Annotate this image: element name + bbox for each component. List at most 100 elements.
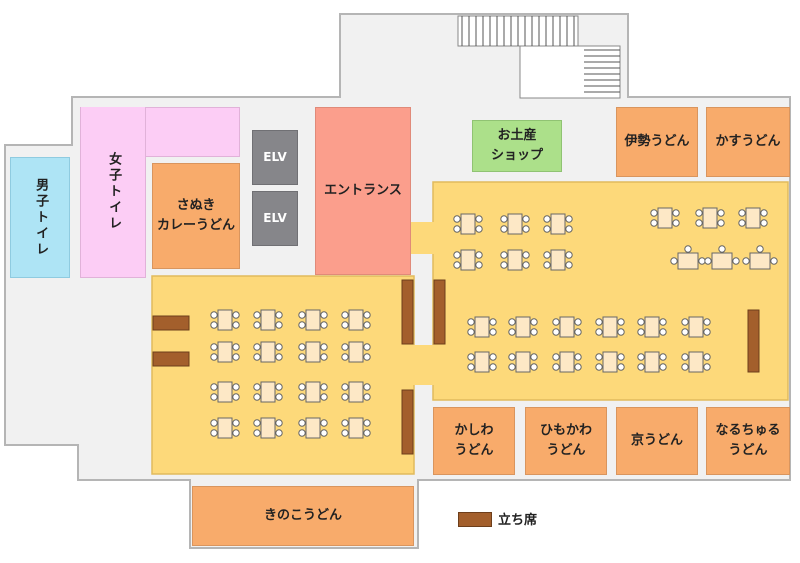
dining-table-icon	[298, 341, 328, 363]
chair-icon	[475, 261, 483, 269]
chair-icon	[695, 209, 703, 217]
dining-table-icon	[681, 351, 711, 373]
chair-icon	[703, 318, 711, 326]
chair-icon	[232, 393, 240, 401]
chair-icon	[530, 328, 538, 336]
kinoko-udon-shop[interactable]: きのこうどん	[192, 486, 414, 546]
souvenir-shop[interactable]: お土産 ショップ	[472, 120, 562, 172]
dining-area	[151, 181, 789, 475]
chair-icon	[467, 328, 475, 336]
chair-icon	[253, 321, 261, 329]
chair-icon	[681, 328, 689, 336]
dining-table-icon	[210, 309, 240, 331]
naruchuru-udon-shop[interactable]: なるちゅる うどん	[706, 407, 790, 475]
elevator-top[interactable]: ELV	[252, 130, 298, 185]
chair-icon	[363, 311, 371, 319]
entrance-label: エントランス	[324, 182, 402, 198]
chair-icon	[298, 429, 306, 437]
chair-icon	[681, 363, 689, 371]
chair-icon	[489, 328, 497, 336]
chair-icon	[756, 245, 764, 253]
chair-icon	[595, 363, 603, 371]
dining-table-icon	[695, 207, 725, 229]
chair-icon	[210, 429, 218, 437]
dining-table-icon	[704, 245, 740, 270]
chair-icon	[530, 363, 538, 371]
dining-table-icon	[253, 341, 283, 363]
chair-icon	[684, 245, 692, 253]
chair-icon	[574, 353, 582, 361]
chair-icon	[522, 261, 530, 269]
dining-table-icon	[210, 381, 240, 403]
chair-icon	[552, 353, 560, 361]
naruchuru-label-1: なるちゅる	[715, 422, 781, 438]
standing-counter-icon	[152, 351, 190, 367]
kyo-udon-shop[interactable]: 京うどん	[616, 407, 698, 475]
chair-icon	[703, 363, 711, 371]
chair-icon	[760, 219, 768, 227]
chair-icon	[320, 311, 328, 319]
chair-icon	[320, 343, 328, 351]
chair-icon	[453, 261, 461, 269]
chair-icon	[232, 343, 240, 351]
chair-icon	[500, 261, 508, 269]
souvenir-label-1: お土産	[497, 127, 537, 143]
chair-icon	[698, 257, 706, 265]
chair-icon	[453, 225, 461, 233]
chair-icon	[275, 383, 283, 391]
chair-icon	[363, 393, 371, 401]
chair-icon	[617, 353, 625, 361]
chair-icon	[637, 363, 645, 371]
ise-udon-shop[interactable]: 伊勢うどん	[616, 107, 698, 177]
standing-counter-icon	[401, 389, 414, 455]
chair-icon	[320, 321, 328, 329]
chair-icon	[574, 363, 582, 371]
chair-icon	[595, 328, 603, 336]
dining-table-icon	[341, 309, 371, 331]
kasu-udon-shop[interactable]: かすうどん	[706, 107, 790, 177]
chair-icon	[500, 215, 508, 223]
chair-icon	[467, 318, 475, 326]
dining-table-icon	[253, 417, 283, 439]
dining-table-icon	[552, 351, 582, 373]
dining-table-icon	[210, 341, 240, 363]
chair-icon	[275, 393, 283, 401]
dining-table-icon	[595, 316, 625, 338]
womens-toilet: 女子トイレ	[80, 107, 240, 278]
himokawa-label-1: ひもかわ	[539, 422, 592, 438]
chair-icon	[637, 318, 645, 326]
dining-table-icon	[253, 309, 283, 331]
standing-counter-icon	[433, 279, 446, 345]
chair-icon	[341, 321, 349, 329]
chair-icon	[760, 209, 768, 217]
sanuki-curry-udon-shop[interactable]: さぬき カレーうどん	[152, 163, 240, 269]
chair-icon	[253, 311, 261, 319]
chair-icon	[298, 311, 306, 319]
chair-icon	[363, 429, 371, 437]
chair-icon	[650, 209, 658, 217]
chair-icon	[275, 419, 283, 427]
chair-icon	[565, 225, 573, 233]
ise-udon-label: 伊勢うどん	[624, 133, 690, 149]
chair-icon	[703, 353, 711, 361]
chair-icon	[253, 393, 261, 401]
kashiwa-udon-shop[interactable]: かしわ うどん	[433, 407, 515, 475]
dining-table-icon	[467, 351, 497, 373]
chair-icon	[565, 215, 573, 223]
himokawa-udon-shop[interactable]: ひもかわ うどん	[525, 407, 607, 475]
dining-table-icon	[670, 245, 706, 270]
chair-icon	[320, 393, 328, 401]
chair-icon	[637, 328, 645, 336]
standing-counter-legend-label: 立ち席	[498, 513, 538, 528]
chair-icon	[210, 321, 218, 329]
elevator-top-label: ELV	[263, 150, 287, 165]
chair-icon	[508, 363, 516, 371]
chair-icon	[717, 209, 725, 217]
chair-icon	[574, 328, 582, 336]
chair-icon	[298, 383, 306, 391]
chair-icon	[298, 353, 306, 361]
chair-icon	[298, 321, 306, 329]
elevator-bottom[interactable]: ELV	[252, 191, 298, 246]
dining-table-icon	[298, 417, 328, 439]
chair-icon	[543, 251, 551, 259]
